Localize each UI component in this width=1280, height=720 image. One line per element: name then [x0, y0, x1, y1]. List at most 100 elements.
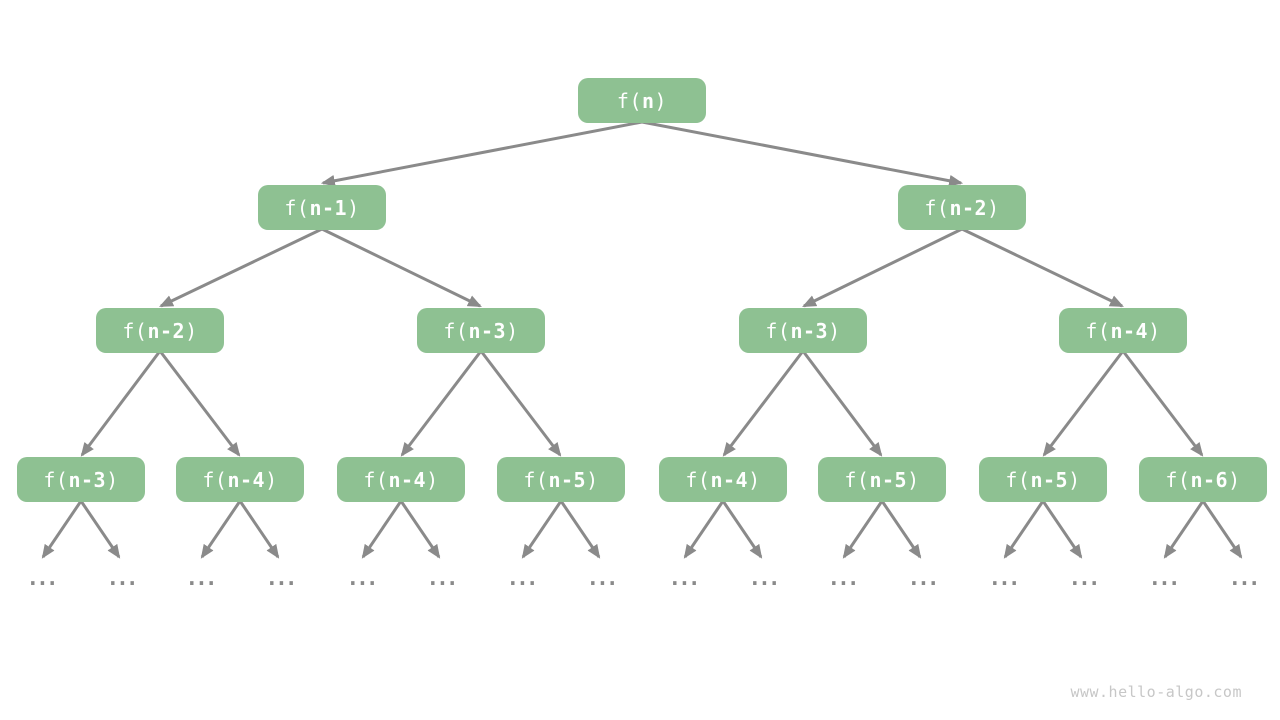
subtree-ellipsis: ... — [426, 566, 459, 590]
edge-arrow — [721, 500, 763, 559]
edge-arrow — [200, 500, 242, 559]
node-label-arg: n-6 — [1190, 467, 1229, 492]
edge-arrow — [1003, 500, 1045, 559]
node-label-prefix: f( — [765, 318, 791, 343]
subtree-ellipsis: ... — [668, 566, 701, 590]
node-label-arg: n-1 — [309, 195, 348, 220]
node-label-suffix: ) — [1228, 467, 1241, 492]
node-label-prefix: f( — [523, 467, 549, 492]
node-label-suffix: ) — [1148, 318, 1161, 343]
edge-arrow — [1163, 500, 1205, 559]
edge-arrow — [158, 350, 241, 457]
node-label-prefix: f( — [284, 195, 310, 220]
node-label-suffix: ) — [265, 467, 278, 492]
tree-node: f(n-5) — [979, 457, 1107, 502]
node-label-arg: n-4 — [710, 467, 749, 492]
edge-arrow — [361, 500, 403, 559]
node-label-arg: n-5 — [869, 467, 908, 492]
edge-arrow — [880, 500, 922, 559]
node-label-prefix: f( — [616, 88, 642, 113]
edge-arrow — [1201, 500, 1243, 559]
subtree-ellipsis: ... — [185, 566, 218, 590]
watermark-text: www.hello-algo.com — [1070, 683, 1242, 701]
edge-arrow — [399, 500, 441, 559]
tree-node: f(n-5) — [497, 457, 625, 502]
node-label-arg: n-4 — [388, 467, 427, 492]
subtree-ellipsis: ... — [586, 566, 619, 590]
edge-arrow — [41, 500, 83, 559]
node-label-arg: n-4 — [1110, 318, 1149, 343]
node-label-suffix: ) — [586, 467, 599, 492]
node-label-prefix: f( — [43, 467, 69, 492]
subtree-ellipsis: ... — [26, 566, 59, 590]
tree-node: f(n-1) — [258, 185, 386, 230]
node-label-arg: n-2 — [949, 195, 988, 220]
subtree-ellipsis: ... — [827, 566, 860, 590]
node-label-prefix: f( — [1085, 318, 1111, 343]
node-label-suffix: ) — [748, 467, 761, 492]
node-label-arg: n-3 — [468, 318, 507, 343]
edge-arrow — [1041, 500, 1083, 559]
node-label-arg: n-3 — [68, 467, 107, 492]
edge-arrow — [79, 500, 121, 559]
subtree-ellipsis: ... — [1228, 566, 1261, 590]
edge-arrow — [641, 120, 964, 187]
subtree-ellipsis: ... — [1148, 566, 1181, 590]
tree-node: f(n-2) — [898, 185, 1026, 230]
tree-node: f(n-4) — [176, 457, 304, 502]
node-label-prefix: f( — [924, 195, 950, 220]
node-label-prefix: f( — [363, 467, 389, 492]
edge-arrow — [961, 227, 1124, 308]
node-label-prefix: f( — [122, 318, 148, 343]
node-label-suffix: ) — [426, 467, 439, 492]
node-label-arg: n-3 — [790, 318, 829, 343]
tree-node: f(n-2) — [96, 308, 224, 353]
tree-node: f(n-3) — [17, 457, 145, 502]
tree-node: f(n) — [578, 78, 706, 123]
edge-arrow — [801, 350, 883, 457]
node-label-arg: n-4 — [227, 467, 266, 492]
node-label-prefix: f( — [1165, 467, 1191, 492]
node-label-prefix: f( — [202, 467, 228, 492]
node-label-suffix: ) — [185, 318, 198, 343]
tree-node: f(n-3) — [417, 308, 545, 353]
subtree-ellipsis: ... — [106, 566, 139, 590]
node-label-arg: n — [642, 88, 655, 113]
edge-arrow — [400, 350, 483, 457]
edge-arrow — [159, 227, 323, 308]
subtree-ellipsis: ... — [988, 566, 1021, 590]
node-label-suffix: ) — [1068, 467, 1081, 492]
edge-arrow — [683, 500, 725, 559]
subtree-ellipsis: ... — [265, 566, 298, 590]
node-label-suffix: ) — [347, 195, 360, 220]
edge-arrow — [1042, 350, 1125, 457]
edge-arrow — [1121, 350, 1204, 457]
node-label-suffix: ) — [907, 467, 920, 492]
tree-node: f(n-4) — [1059, 308, 1187, 353]
edge-arrow — [479, 350, 562, 457]
node-label-arg: n-5 — [1030, 467, 1069, 492]
subtree-ellipsis: ... — [748, 566, 781, 590]
node-label-suffix: ) — [987, 195, 1000, 220]
tree-node: f(n-4) — [659, 457, 787, 502]
edge-arrow — [802, 227, 963, 308]
subtree-ellipsis: ... — [346, 566, 379, 590]
tree-node: f(n-3) — [739, 308, 867, 353]
node-label-arg: n-2 — [147, 318, 186, 343]
node-label-prefix: f( — [1005, 467, 1031, 492]
subtree-ellipsis: ... — [1068, 566, 1101, 590]
subtree-ellipsis: ... — [907, 566, 940, 590]
tree-node: f(n-5) — [818, 457, 946, 502]
tree-node: f(n-6) — [1139, 457, 1267, 502]
node-label-arg: n-5 — [548, 467, 587, 492]
node-label-suffix: ) — [106, 467, 119, 492]
node-label-suffix: ) — [828, 318, 841, 343]
subtree-ellipsis: ... — [506, 566, 539, 590]
node-label-prefix: f( — [844, 467, 870, 492]
node-label-suffix: ) — [506, 318, 519, 343]
tree-node: f(n-4) — [337, 457, 465, 502]
node-label-suffix: ) — [654, 88, 668, 113]
edge-arrow — [559, 500, 601, 559]
edge-arrow — [321, 227, 482, 308]
